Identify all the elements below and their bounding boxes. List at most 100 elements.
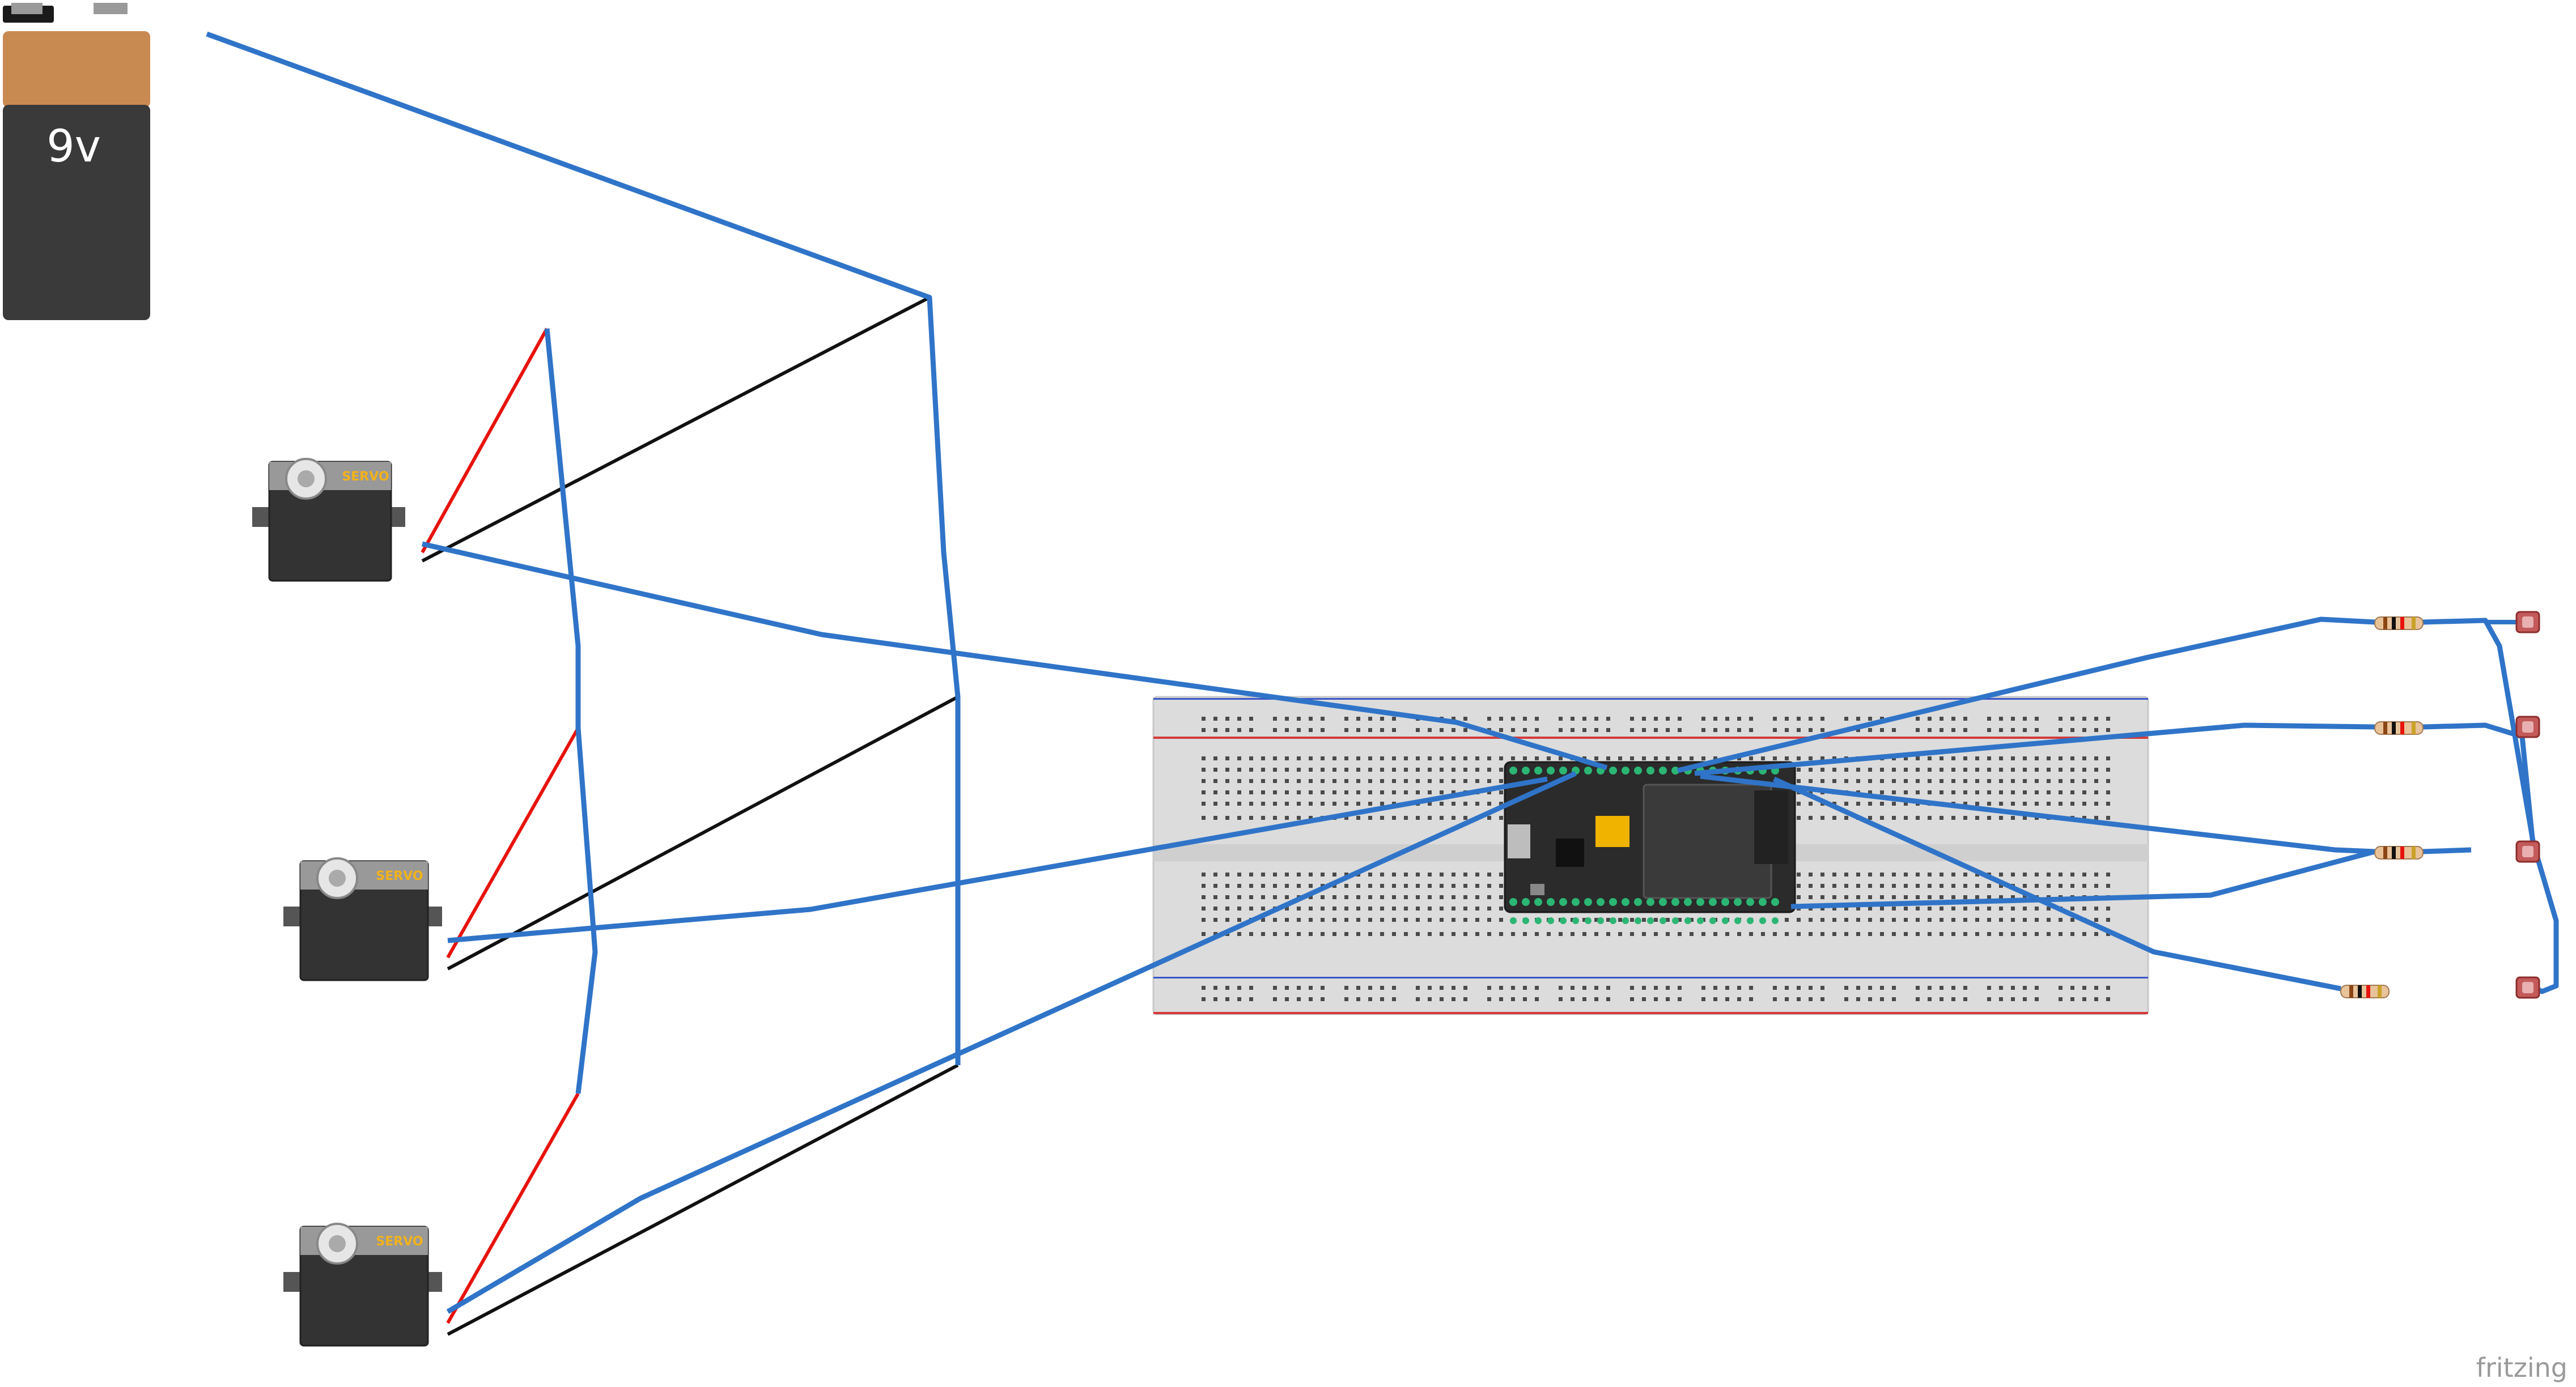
esp32-pin bbox=[1721, 898, 1729, 906]
breadboard-hole bbox=[2059, 873, 2063, 877]
breadboard-hole bbox=[1368, 779, 1372, 783]
breadboard-hole bbox=[1344, 986, 1348, 990]
breadboard-hole bbox=[1321, 932, 1325, 936]
breadboard-hole bbox=[2011, 918, 2015, 922]
breadboard-hole bbox=[1404, 756, 1408, 760]
breadboard-hole bbox=[1809, 997, 1813, 1001]
breadboard-hole bbox=[1416, 907, 1420, 911]
breadboard-hole bbox=[1928, 756, 1932, 760]
breadboard-hole bbox=[1963, 932, 1967, 936]
breadboard-hole bbox=[1213, 756, 1217, 760]
breadboard-hole bbox=[1773, 717, 1777, 721]
breadboard-hole bbox=[2035, 932, 2039, 936]
breadboard-hole bbox=[1297, 907, 1301, 911]
breadboard-hole bbox=[2070, 907, 2074, 911]
breadboard-hole bbox=[1892, 895, 1896, 899]
breadboard-hole bbox=[1975, 907, 1979, 911]
breadboard-hole bbox=[1642, 997, 1646, 1001]
breadboard-pin-marker bbox=[1510, 917, 1517, 924]
breadboard-hole bbox=[1928, 873, 1932, 877]
breadboard-hole bbox=[1892, 932, 1896, 936]
breadboard-hole bbox=[1690, 918, 1694, 922]
breadboard-hole bbox=[2106, 768, 2110, 772]
breadboard-hole bbox=[1225, 997, 1229, 1001]
breadboard-hole bbox=[1452, 717, 1455, 721]
breadboard-hole bbox=[2011, 717, 2015, 721]
breadboard-hole bbox=[1273, 997, 1277, 1001]
breadboard-hole bbox=[1285, 728, 1289, 732]
breadboard-hole bbox=[2082, 816, 2086, 820]
breadboard-hole bbox=[2011, 986, 2015, 990]
breadboard-hole bbox=[1452, 997, 1455, 1001]
breadboard-hole bbox=[1475, 873, 1479, 877]
resistor bbox=[2374, 616, 2424, 630]
breadboard-hole bbox=[1951, 756, 1955, 760]
breadboard-hole bbox=[2023, 717, 2027, 721]
breadboard-hole bbox=[2070, 884, 2074, 888]
breadboard-hole bbox=[1820, 884, 1824, 888]
breadboard-hole bbox=[1380, 768, 1384, 772]
breadboard-hole bbox=[1380, 728, 1384, 732]
esp32-pin bbox=[1509, 898, 1517, 906]
breadboard-hole bbox=[1452, 907, 1455, 911]
breadboard-hole bbox=[1225, 790, 1229, 794]
breadboard-hole bbox=[1213, 802, 1217, 806]
breadboard-hole bbox=[1344, 790, 1348, 794]
breadboard-hole bbox=[1963, 728, 1967, 732]
breadboard-hole bbox=[1261, 816, 1265, 820]
breadboard-hole bbox=[1987, 717, 1991, 721]
breadboard-hole bbox=[1428, 802, 1432, 806]
breadboard-hole bbox=[1285, 768, 1289, 772]
breadboard-hole bbox=[2070, 802, 2074, 806]
breadboard-hole bbox=[1940, 790, 1943, 794]
breadboard-hole bbox=[1475, 932, 1479, 936]
breadboard-hole bbox=[1844, 768, 1848, 772]
breadboard-hole bbox=[1785, 717, 1789, 721]
breadboard-hole bbox=[1475, 918, 1479, 922]
breadboard-hole bbox=[2070, 717, 2074, 721]
breadboard-hole bbox=[1571, 997, 1575, 1001]
breadboard-hole bbox=[2106, 728, 2110, 732]
breadboard-hole bbox=[1237, 873, 1241, 877]
breadboard-hole bbox=[1344, 895, 1348, 899]
breadboard-hole bbox=[1285, 802, 1289, 806]
breadboard-hole bbox=[1975, 790, 1979, 794]
breadboard-hole bbox=[1297, 790, 1301, 794]
breadboard-hole bbox=[1225, 918, 1229, 922]
breadboard-hole bbox=[1380, 884, 1384, 888]
esp32-pin bbox=[1684, 898, 1692, 906]
breadboard-hole bbox=[1630, 728, 1634, 732]
wire-ldr-4 bbox=[1773, 776, 2341, 992]
breadboard-hole bbox=[1511, 717, 1515, 721]
breadboard-hole bbox=[1273, 918, 1277, 922]
breadboard-hole bbox=[2023, 802, 2027, 806]
wire-gnd-servo-3 bbox=[447, 1063, 959, 1336]
breadboard-hole bbox=[1963, 717, 1967, 721]
breadboard-hole bbox=[1963, 873, 1967, 877]
wire-vcc-servo-3 bbox=[446, 1092, 580, 1324]
breadboard-hole bbox=[1392, 779, 1396, 783]
breadboard-hole bbox=[1892, 802, 1896, 806]
breadboard-hole bbox=[1690, 756, 1694, 760]
breadboard-hole bbox=[1213, 895, 1217, 899]
esp32-pin bbox=[1696, 898, 1704, 906]
breadboard-hole bbox=[1928, 997, 1932, 1001]
breadboard-hole bbox=[1344, 918, 1348, 922]
breadboard-hole bbox=[1249, 717, 1253, 721]
breadboard-hole bbox=[1213, 932, 1217, 936]
breadboard-hole bbox=[1856, 895, 1860, 899]
breadboard-hole bbox=[1951, 907, 1955, 911]
breadboard-hole bbox=[1844, 907, 1848, 911]
breadboard-hole bbox=[1868, 884, 1872, 888]
breadboard-hole bbox=[1213, 717, 1217, 721]
breadboard-hole bbox=[1963, 756, 1967, 760]
breadboard-hole bbox=[1880, 802, 1884, 806]
breadboard-hole bbox=[2047, 932, 2051, 936]
breadboard-hole bbox=[1261, 918, 1265, 922]
breadboard-hole bbox=[1999, 997, 2003, 1001]
breadboard-hole bbox=[1856, 873, 1860, 877]
breadboard-hole bbox=[1416, 873, 1420, 877]
breadboard-hole bbox=[1951, 790, 1955, 794]
breadboard-hole bbox=[1440, 907, 1444, 911]
breadboard-hole bbox=[1225, 907, 1229, 911]
